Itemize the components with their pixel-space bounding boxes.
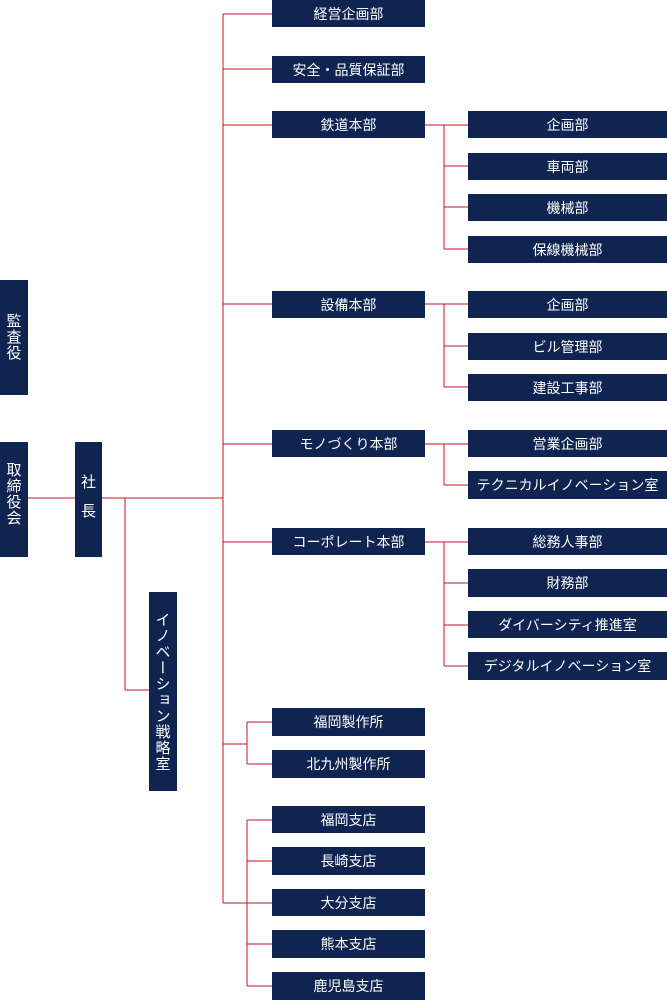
railway-sub-machinery: 機械部 bbox=[468, 194, 667, 221]
railway-sub-planning: 企画部 bbox=[468, 111, 667, 138]
innovation-strategy-box: イノベーション戦略室 bbox=[149, 592, 177, 791]
board-box: 取締役会 bbox=[0, 442, 28, 557]
dept-railway: 鉄道本部 bbox=[272, 111, 425, 138]
corporate-sub-general-affairs-hr: 総務人事部 bbox=[468, 528, 667, 555]
innovation-strategy-label: イノベーション戦略室 bbox=[153, 612, 172, 772]
factory-kitakyushu: 北九州製作所 bbox=[272, 750, 425, 778]
facilities-sub-construction: 建設工事部 bbox=[468, 374, 667, 401]
dept-corporate-planning: 経営企画部 bbox=[272, 0, 425, 27]
dept-monozukuri: モノづくり本部 bbox=[272, 430, 425, 457]
corporate-sub-digital-innovation: デジタルイノベーション室 bbox=[468, 652, 667, 680]
president-box: 社長 bbox=[75, 442, 102, 557]
facilities-sub-building-management: ビル管理部 bbox=[468, 333, 667, 360]
branch-nagasaki: 長崎支店 bbox=[272, 847, 425, 875]
monozukuri-sub-sales-planning: 営業企画部 bbox=[468, 430, 667, 457]
branch-oita: 大分支店 bbox=[272, 889, 425, 916]
corporate-sub-diversity: ダイバーシティ推進室 bbox=[468, 611, 667, 638]
railway-sub-rolling-stock: 車両部 bbox=[468, 153, 667, 180]
dept-facilities: 設備本部 bbox=[272, 291, 425, 318]
dept-safety-quality: 安全・品質保証部 bbox=[272, 56, 425, 83]
monozukuri-sub-technical-innovation: テクニカルイノベーション室 bbox=[468, 471, 667, 499]
branch-kagoshima: 鹿児島支店 bbox=[272, 972, 425, 1000]
dept-corporate: コーポレート本部 bbox=[272, 528, 425, 555]
branch-kumamoto: 熊本支店 bbox=[272, 930, 425, 958]
factory-fukuoka: 福岡製作所 bbox=[272, 708, 425, 736]
branch-fukuoka: 福岡支店 bbox=[272, 806, 425, 833]
facilities-sub-planning: 企画部 bbox=[468, 291, 667, 318]
auditor-label: 監査役 bbox=[4, 313, 23, 361]
president-label: 社長 bbox=[79, 474, 97, 532]
corporate-sub-finance: 財務部 bbox=[468, 569, 667, 597]
board-label: 取締役会 bbox=[4, 462, 23, 526]
railway-sub-track-machinery: 保線機械部 bbox=[468, 236, 667, 263]
auditor-box: 監査役 bbox=[0, 280, 28, 395]
